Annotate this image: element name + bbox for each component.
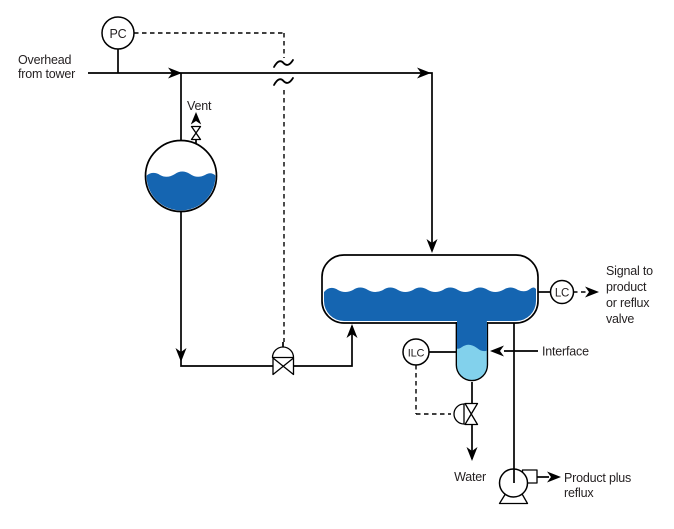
flow-arrow-down-icon (175, 348, 187, 362)
ilc-instrument-bubble-icon (402, 338, 430, 366)
interface-pointer-arrow-icon (490, 345, 504, 357)
water-label: Water (454, 470, 486, 484)
interface-level-controller: ILC (402, 338, 430, 366)
vent-assembly (190, 112, 202, 144)
pump (498, 468, 549, 505)
labels: Overhead from tower Vent Signal to produ… (18, 53, 653, 500)
level-controller: LC (549, 279, 575, 305)
pressure-control-valve (271, 342, 295, 376)
reflux-drum (321, 254, 539, 324)
pc-tag: PC (110, 27, 127, 41)
valve-body-icon (464, 402, 479, 426)
signal-label-line4: valve (606, 312, 634, 326)
valve-actuator-dome-icon (271, 346, 295, 359)
water-boot (455, 317, 489, 382)
lc-tag: LC (555, 288, 569, 300)
signal-label-line2: product (606, 280, 647, 294)
product-outlet-arrow-icon (547, 471, 561, 483)
product-label-line1: Product plus (564, 471, 631, 485)
product-label-line2: reflux (564, 486, 594, 500)
reflux-drum-liquid (324, 287, 536, 321)
drum-feed-line (293, 326, 353, 367)
vent-valve-icon (190, 125, 202, 141)
pc-instrument-bubble-icon (101, 16, 135, 50)
water-boot-hydrocarbon-layer (457, 321, 487, 352)
drum-inlet-arrow-icon (426, 239, 438, 253)
valve-body-icon (272, 357, 295, 376)
overhead-vapor-line (88, 72, 433, 250)
lc-signal-arrow-icon (585, 286, 599, 298)
boot-drum-junction (458, 317, 487, 326)
drum-feed-arrow-icon (346, 324, 358, 338)
water-drain-valve (453, 402, 479, 426)
condensate-outlet-line (180, 212, 273, 367)
condensate-pot-liquid (146, 171, 216, 211)
overhead-label-line1: Overhead (18, 53, 72, 67)
pressure-controller: PC (101, 16, 135, 50)
interface-label: Interface (542, 345, 589, 359)
water-outlet-arrow-icon (466, 447, 478, 461)
ilc-tag: ILC (408, 348, 425, 360)
overhead-label-line2: from tower (18, 67, 75, 81)
signal-label-line3: or reflux (606, 296, 650, 310)
flow-arrow-right-icon (417, 67, 431, 79)
signal-label-line1: Signal to (606, 264, 653, 278)
pc-signal-line (134, 32, 294, 342)
vent-flow-arrow-icon (190, 112, 202, 125)
pneumatic-break-icon (273, 77, 294, 86)
valve-actuator-diaphragm-icon (453, 403, 465, 425)
pneumatic-break-icon (273, 59, 294, 68)
flow-arrow-right-icon (168, 67, 182, 79)
lc-instrument-bubble-icon (549, 279, 575, 305)
vent-label: Vent (187, 99, 212, 113)
ilc-signal-line (415, 365, 451, 415)
condensate-pot (144, 139, 218, 213)
